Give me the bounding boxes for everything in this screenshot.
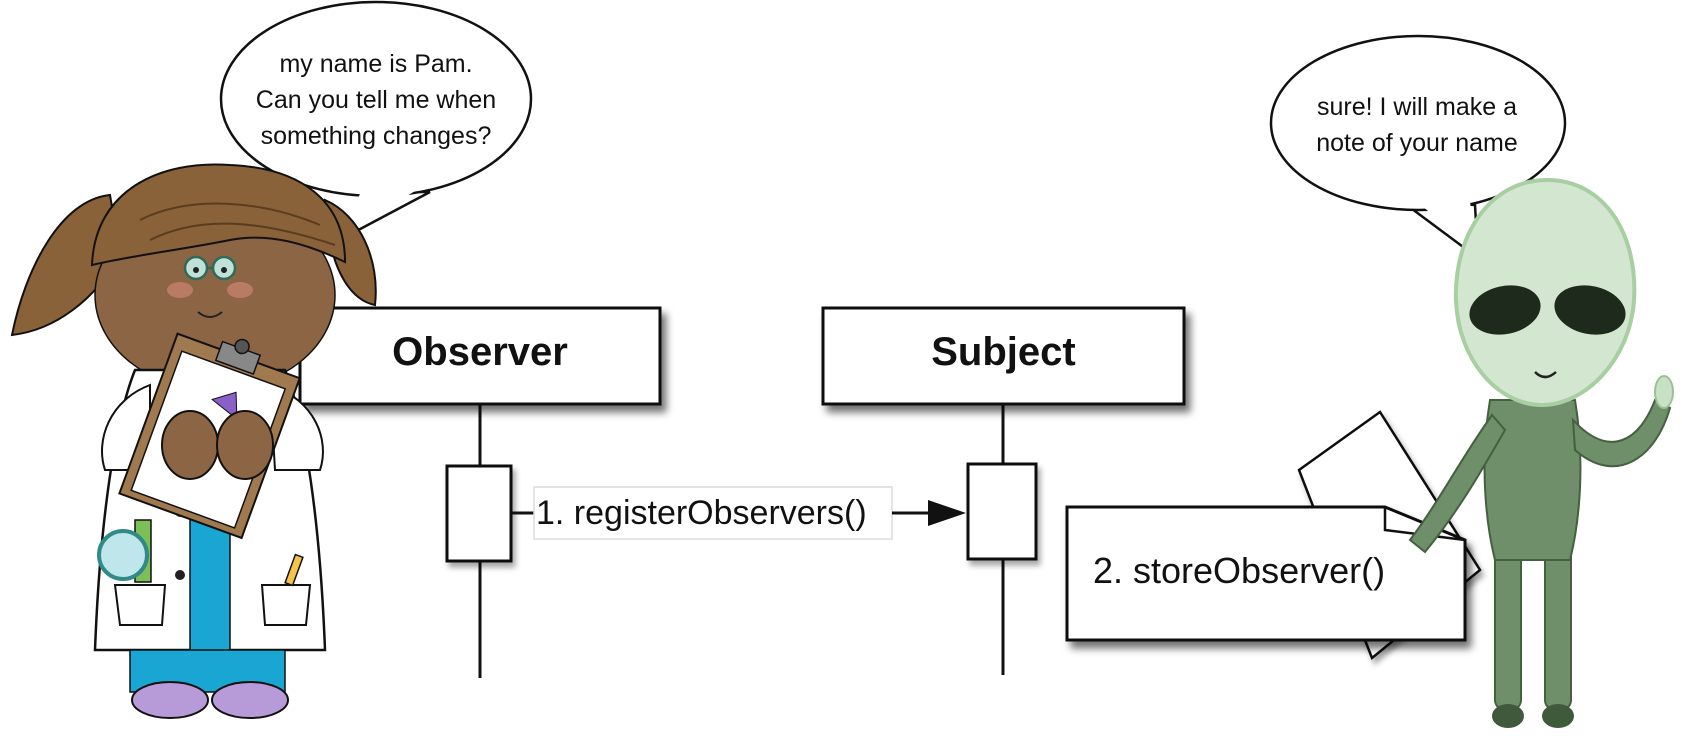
alien-speech-line: sure! I will make a bbox=[1316, 93, 1518, 121]
register-message-arrow bbox=[512, 486, 966, 540]
store-note bbox=[1065, 410, 1482, 661]
alien-speech-bubble bbox=[1269, 34, 1567, 261]
alien-illustration bbox=[1408, 177, 1674, 728]
alien-speech-text: sure! I will make a note of your name bbox=[1272, 89, 1562, 161]
subject-activation bbox=[966, 462, 1038, 561]
pam-speech-line: my name is Pam. bbox=[279, 50, 473, 78]
subject-box bbox=[821, 306, 1186, 406]
alien-speech-line: note of your name bbox=[1316, 129, 1518, 157]
observer-label: Observer bbox=[392, 330, 568, 374]
pam-speech-line: Can you tell me when bbox=[255, 86, 497, 114]
store-message-label: 2. storeObserver() bbox=[1093, 550, 1386, 591]
pam-speech-line: something changes? bbox=[260, 122, 492, 150]
observer-activation bbox=[445, 464, 513, 563]
pam-speech-text: my name is Pam. Can you tell me when som… bbox=[226, 46, 526, 154]
scientist-girl-illustration bbox=[10, 163, 377, 719]
register-message-label: 1. registerObservers() bbox=[536, 494, 867, 532]
subject-label: Subject bbox=[931, 330, 1076, 374]
